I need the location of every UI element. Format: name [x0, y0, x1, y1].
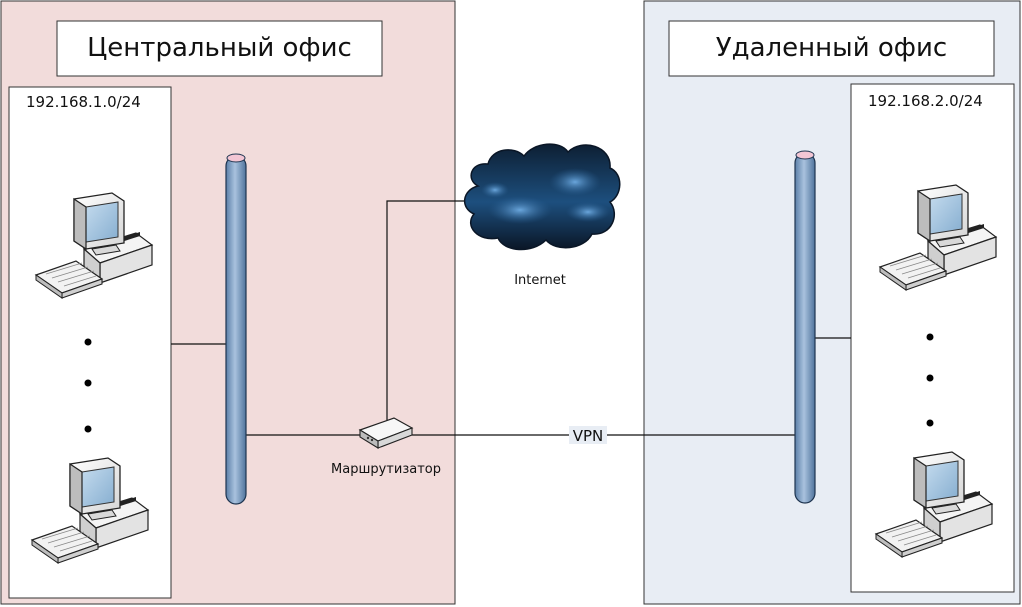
remote-subnet-label: 192.168.2.0/24 — [868, 92, 983, 110]
vpn-label-bg — [569, 426, 607, 444]
central-network-bus-icon — [225, 153, 247, 505]
remote-network-bus-icon — [794, 150, 816, 504]
central-office-title-box — [56, 20, 383, 77]
ellipsis-dot-icon — [84, 338, 92, 346]
internet-cloud-icon — [464, 143, 621, 251]
ellipsis-dot-icon — [926, 374, 934, 382]
router-icon — [358, 417, 414, 449]
internet-label: Internet — [514, 273, 566, 288]
router-to-internet-link — [386, 200, 465, 420]
remote-office-title: Удаленный офис — [716, 33, 947, 63]
central-subnet-label: 192.168.1.0/24 — [26, 93, 141, 111]
ellipsis-dot-icon — [84, 425, 92, 433]
ellipsis-dot-icon — [84, 379, 92, 387]
router-label: Маршрутизатор — [331, 462, 441, 477]
ellipsis-dot-icon — [926, 333, 934, 341]
ellipsis-dot-icon — [926, 419, 934, 427]
vpn-label: VPN — [573, 427, 604, 445]
central-office-title: Центральный офис — [87, 33, 352, 63]
remote-office-title-box — [668, 20, 995, 77]
